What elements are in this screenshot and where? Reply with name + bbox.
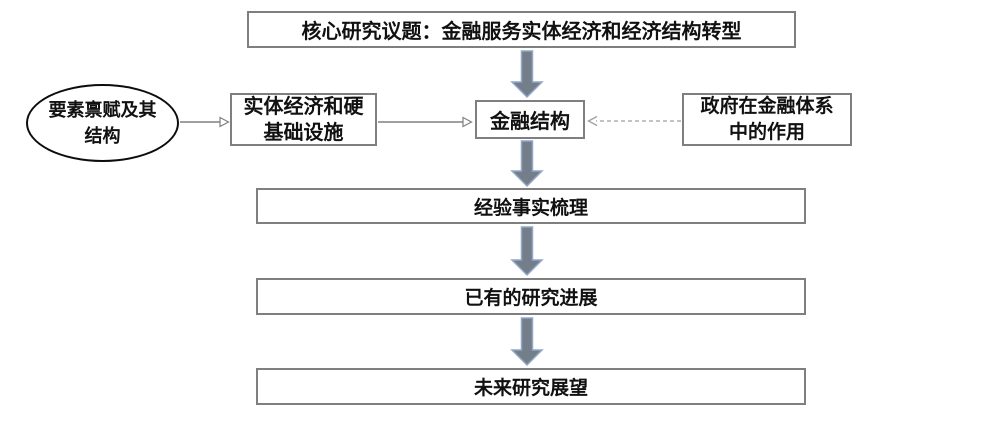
thick-arrow-existing-to-future-icon [510, 317, 544, 367]
factor-endowment-ellipse: 要素禀赋及其 结构 [26, 84, 179, 162]
real-economy-infrastructure-box: 实体经济和硬 基础设施 [230, 93, 377, 146]
dashed-arrow-government-to-financial-structure-icon [587, 115, 681, 127]
thick-arrow-empirical-to-existing-icon [510, 226, 544, 277]
thin-arrow-real-economy-to-financial-structure-icon [378, 116, 473, 128]
future-outlook-box: 未来研究展望 [256, 368, 806, 405]
financial-structure-box: 金融结构 [475, 100, 585, 139]
empirical-facts-box: 经验事实梳理 [256, 188, 806, 224]
thick-arrow-title-to-financial-structure-icon [510, 50, 544, 99]
existing-research-box: 已有的研究进展 [256, 278, 806, 315]
government-role-box: 政府在金融体系 中的作用 [682, 93, 852, 146]
core-research-topic-box: 核心研究议题：金融服务实体经济和经济结构转型 [247, 11, 796, 48]
thick-arrow-financial-structure-to-empirical-icon [510, 140, 544, 188]
thin-arrow-endowment-to-real-economy-icon [180, 116, 230, 128]
